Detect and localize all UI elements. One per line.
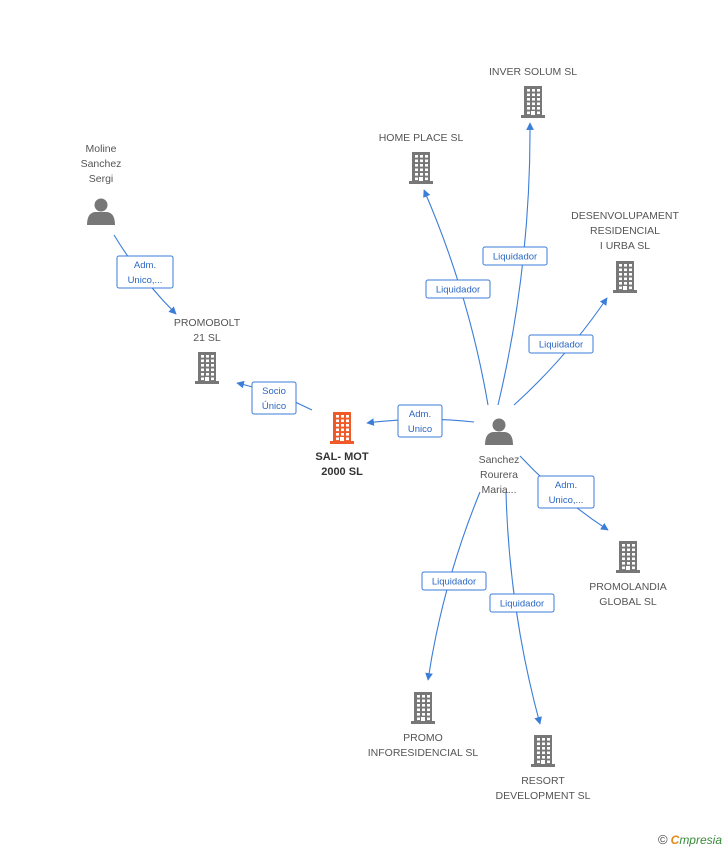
edge-label-frame [116, 255, 174, 289]
node-resort[interactable]: RESORT DEVELOPMENT SL [496, 735, 591, 802]
node-promobolt[interactable]: PROMOBOLT 21 SL [174, 317, 241, 384]
node-label: Sanchez [81, 158, 122, 170]
node-label: Moline [86, 143, 117, 155]
edge-label-box[interactable]: Liquidador [489, 593, 555, 613]
node-label: INVER SOLUM SL [489, 66, 577, 78]
edge-label-text: Liquidador [432, 577, 476, 588]
building-icon [195, 352, 219, 384]
node-label: PROMOLANDIA [589, 581, 667, 593]
edge-label-frame [251, 381, 297, 415]
edge-sanchez-resort: Liquidador [489, 491, 555, 725]
building-icon [521, 86, 545, 118]
edge-line [513, 297, 608, 406]
node-label: RESIDENCIAL [590, 225, 660, 237]
node-label: GLOBAL SL [599, 596, 657, 608]
edge-label-text: Adm. [555, 480, 577, 491]
building-icon [613, 261, 637, 293]
node-desenvolupament[interactable]: DESENVOLUPAMENT RESIDENCIAL I URBA SL [571, 210, 679, 293]
building-icon [409, 152, 433, 184]
edge-label-text: Liquidador [436, 285, 480, 296]
node-label: HOME PLACE SL [379, 132, 464, 144]
node-promoinfo[interactable]: PROMO INFORESIDENCIAL SL [368, 692, 479, 759]
person-icon [485, 418, 513, 445]
edge-label-frame [528, 334, 594, 354]
node-label: Maria... [481, 484, 516, 496]
edge-label-text: Liquidador [493, 252, 537, 263]
node-label: Rourera [480, 469, 518, 481]
edge-sanchez-inversolum: Liquidador [482, 122, 548, 406]
building-icon [616, 541, 640, 573]
edge-sanchez-promolandia: Adm. Unico,... [519, 455, 609, 531]
edge-label-frame [425, 279, 491, 299]
node-sanchez[interactable]: SanchezRoureraMaria... [479, 418, 520, 497]
edge-label-text: Adm. [409, 409, 431, 420]
footer-brand: © Cmpresia [658, 832, 722, 847]
edge-label-text: Unico,... [128, 275, 163, 286]
edge-label-text: Liquidador [500, 599, 544, 610]
edge-label-box[interactable]: Liquidador [425, 279, 491, 299]
building-icon [411, 692, 435, 724]
node-label: I URBA SL [600, 240, 650, 252]
node-label: INFORESIDENCIAL SL [368, 747, 479, 759]
building-icon [330, 412, 354, 444]
edge-label-text: Unico,... [549, 495, 584, 506]
node-label: PROMOBOLT [174, 317, 241, 329]
edge-sanchez-homeplace: Liquidador [423, 189, 491, 406]
edge-label-text: Único [262, 401, 286, 412]
node-label: Sanchez [479, 454, 520, 466]
edge-label-text: Socio [262, 386, 286, 397]
edge-label-frame [489, 593, 555, 613]
node-label: DEVELOPMENT SL [496, 790, 591, 802]
person-icon [87, 198, 115, 225]
edge-label-box[interactable]: Adm. Unico,... [116, 255, 174, 289]
edge-label-text: Adm. [134, 260, 156, 271]
node-salmot[interactable]: SAL- MOT 2000 SL [315, 412, 369, 478]
edge-label-frame [397, 404, 443, 438]
edge-sanchez-desenvolupament: Liquidador [513, 297, 608, 406]
edge-label-box[interactable]: Liquidador [482, 246, 548, 266]
building-icon [531, 735, 555, 767]
node-label: RESORT [521, 775, 565, 787]
node-label: DESENVOLUPAMENT [571, 210, 679, 222]
edge-label-frame [482, 246, 548, 266]
edge-label-text: Liquidador [539, 340, 583, 351]
edge-label-box[interactable]: Adm. Unico [397, 404, 443, 438]
copyright-symbol: © [658, 832, 668, 847]
edge-label-frame [537, 475, 595, 509]
node-inversolum[interactable]: INVER SOLUM SL [489, 66, 577, 118]
node-label: SAL- MOT [315, 451, 368, 463]
edge-sanchez-salmot: Adm. Unico [366, 404, 475, 438]
edge-label-box[interactable]: Adm. Unico,... [537, 475, 595, 509]
node-homeplace[interactable]: HOME PLACE SL [379, 132, 464, 184]
edge-label-box[interactable]: Liquidador [528, 334, 594, 354]
node-label: Sergi [89, 173, 114, 185]
node-label: PROMO [403, 732, 443, 744]
edge-moline-promobolt: Adm. Unico,... [113, 234, 177, 315]
edge-label-text: Unico [408, 424, 432, 435]
node-label: 2000 SL [321, 466, 363, 478]
edge-sanchez-promoinfo: Liquidador [421, 491, 487, 681]
node-promolandia[interactable]: PROMOLANDIA GLOBAL SL [589, 541, 667, 608]
node-label: 21 SL [193, 332, 221, 344]
brand-logo[interactable]: Cmpresia [670, 832, 722, 847]
edge-label-box[interactable]: Liquidador [421, 571, 487, 591]
edge-label-frame [421, 571, 487, 591]
